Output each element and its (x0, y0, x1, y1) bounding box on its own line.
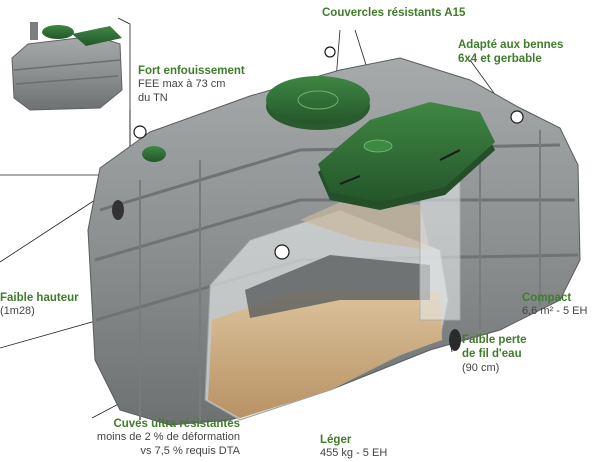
callout-depth: Fort enfouissement FEE max à 73 cm du TN (138, 64, 245, 106)
callout-compact-title: Compact (522, 292, 572, 304)
vent-fittings (133, 46, 524, 260)
callout-depth-line2: du TN (138, 92, 168, 105)
callout-depth-title: Fort enfouissement (138, 65, 245, 77)
callout-dumpster-line1: Adapté aux bennes (458, 39, 564, 51)
filter-compartment (204, 179, 461, 421)
callout-flowloss: Faible perte de fil d'eau (90 cm) (462, 333, 527, 376)
callout-light: Léger 455 kg - 5 EH (320, 433, 387, 461)
callout-light-line1: 455 kg - 5 EH (320, 447, 388, 460)
callout-lids: Couvercles résistants A15 (322, 6, 465, 20)
round-lid (266, 76, 370, 130)
callout-compact: Compact 6,6 m² - 5 EH (522, 291, 587, 319)
small-cap (142, 146, 166, 162)
callout-height-title: Faible hauteur (0, 292, 79, 304)
callout-height: Faible hauteur (1m28) (0, 291, 79, 319)
callout-depth-line1: FEE max à 73 cm (138, 78, 226, 91)
callout-compact-line1: 6,6 m² - 5 EH (522, 305, 588, 318)
callout-strength: Cuves ultra résistantes moins de 2 % de … (60, 417, 240, 459)
tank-thumbnail-icon (11, 22, 123, 111)
callout-flowloss-line1: Faible perte (462, 334, 527, 346)
callout-strength-title: Cuves ultra résistantes (113, 418, 240, 430)
callout-strength-line2: vs 7,5 % requis DTA (140, 445, 240, 458)
callout-height-line1: (1m28) (0, 305, 35, 318)
large-lid (318, 102, 495, 210)
callout-lids-title: Couvercles résistants A15 (322, 7, 466, 19)
callout-dumpster: Adapté aux bennes 6x4 et gerbable (458, 38, 563, 67)
callout-flowloss-desc: (90 cm) (462, 361, 500, 374)
callout-light-title: Léger (320, 434, 352, 446)
callout-strength-line1: moins de 2 % de déformation (96, 431, 240, 444)
callout-dumpster-line2: 6x4 et gerbable (458, 53, 542, 66)
callout-flowloss-line2: de fil d'eau (462, 348, 522, 361)
